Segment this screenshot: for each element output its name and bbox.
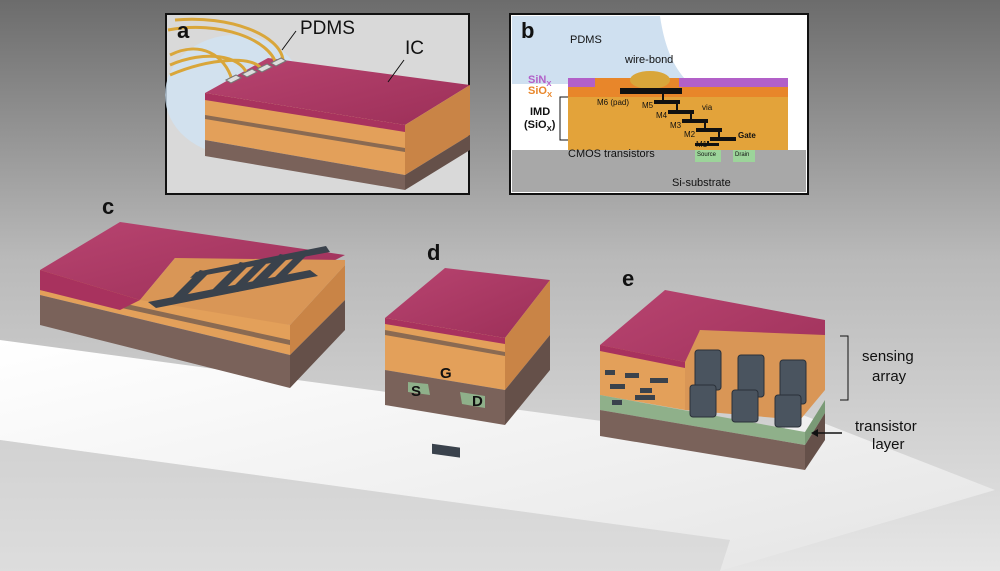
label-transistor: transistor [855,418,917,435]
pdms-region [512,16,690,84]
label-imd-siox: (SiOX) [524,119,556,134]
e-substrate-side [805,413,825,470]
e-transistor-layer [600,395,805,445]
c-substrate-side [290,300,345,388]
d-gate [432,443,460,458]
label-m6: M6 (pad) [597,98,630,107]
d-top [385,268,550,338]
vias [662,94,720,143]
d-drain [460,392,485,408]
c-interdigitated-electrode [148,246,330,308]
drain-region [733,150,755,162]
metal-m6 [620,88,682,94]
ic-substrate-side [405,135,470,190]
label-m4: M4 [656,111,668,120]
label-m5: M5 [642,101,654,110]
e-buried-electrodes [605,370,668,405]
label-sinx: SiNX [528,74,552,89]
panel-d [385,268,550,458]
si-substrate [512,150,806,192]
ic-thin-layer [205,115,405,152]
d-passivation-front [385,318,505,344]
d-substrate-side [505,335,550,425]
e-substrate-front [600,410,805,470]
d-oxide-side [505,280,550,390]
label-pdms-b: PDMS [570,34,602,46]
label-imd: IMD [530,106,551,118]
e-transistor-side [805,400,825,445]
label-drain: Drain [735,152,750,158]
label-m2: M2 [684,130,696,139]
ic-substrate-front [205,140,405,190]
e-passivation-front [600,345,685,368]
label-s: S [411,383,422,400]
panel-c-letter: c [102,194,115,219]
e-sensing-array [689,349,807,428]
source-region [695,150,721,162]
label-sensing: sensing [862,348,914,365]
panel-c [40,222,345,388]
c-oxide-side [290,265,345,355]
panel-b [509,13,809,195]
panel-a [165,13,470,195]
label-d: D [472,393,483,410]
label-layer: layer [872,436,905,453]
label-m1: M1 [696,140,708,149]
label-m3: M3 [670,121,682,130]
label-cmos: CMOS transistors [568,148,655,160]
label-si-substrate: Si-substrate [672,177,731,189]
c-substrate-front [40,295,290,388]
panel-e [600,290,849,470]
label-via: via [702,103,713,112]
d-thin-front [385,330,505,356]
label-g: G [440,365,452,382]
label-ic: IC [405,38,424,59]
c-passivation-front [40,270,140,310]
d-source [408,382,430,395]
panel-b-letter: b [521,18,535,43]
label-gate: Gate [738,131,756,140]
panel-e-letter: e [622,266,635,291]
panel-a-letter: a [177,18,190,43]
arrow-shadow [0,440,730,571]
ic-side [405,85,470,175]
ic-top [205,58,470,125]
label-wire-bond: wire-bond [625,54,674,66]
panel-d-letter: d [427,240,441,265]
label-siox: SiOX [528,85,553,100]
metal-stack [654,100,736,146]
bond-wires [167,17,285,81]
ic-passivation-edge [205,93,405,132]
wire-bond-ball [630,71,670,89]
sensing-bracket [840,335,849,401]
process-arrow [0,340,995,571]
bond-pads [224,57,288,84]
label-source: Source [697,152,717,158]
imd-bracket [559,96,568,141]
label-array: array [872,368,907,385]
label-pdms-a: PDMS [300,18,355,39]
